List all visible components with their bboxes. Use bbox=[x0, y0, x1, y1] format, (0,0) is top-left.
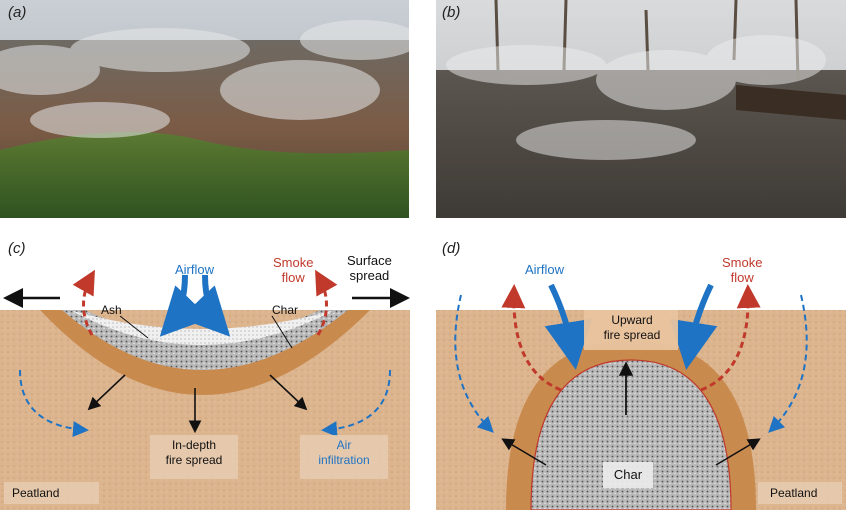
airflow-arrow-left bbox=[544, 283, 593, 370]
photo-smouldering-peat bbox=[436, 0, 846, 218]
panel-b-label: (b) bbox=[442, 4, 461, 21]
panel-d-label: (d) bbox=[442, 240, 461, 257]
d-peatland-label: Peatland bbox=[770, 486, 818, 500]
burning-peat-front bbox=[40, 310, 370, 395]
d-char-label: Char bbox=[613, 467, 643, 482]
airflow-arrow-right bbox=[179, 274, 231, 337]
photo-aerial-peat-fire bbox=[0, 0, 420, 218]
c-peatland-label: Peatland bbox=[12, 486, 60, 500]
smoke-flow-arrow-right bbox=[700, 284, 761, 392]
panel-c-label: (c) bbox=[8, 240, 26, 257]
c-char-label: Char bbox=[272, 303, 299, 317]
char-core bbox=[530, 359, 732, 511]
diagram-surface-spread bbox=[0, 230, 410, 510]
c-ash-label: Ash bbox=[101, 303, 122, 317]
air-infiltration-arrow-left bbox=[19, 369, 89, 438]
air-infiltration-arrow-right bbox=[321, 369, 391, 438]
smoke-flow-arrow-right bbox=[315, 269, 338, 336]
panel-a-label: (a) bbox=[8, 4, 27, 21]
smoke-flow-arrow-left bbox=[501, 284, 562, 392]
airflow-arrow-right bbox=[669, 283, 718, 370]
smoke-flow-arrow-left bbox=[72, 269, 95, 336]
ash-layer bbox=[70, 310, 335, 345]
c-airflow-label: Airflow bbox=[175, 262, 215, 277]
diagram-upward-spread bbox=[436, 230, 846, 511]
d-airflow-label: Airflow bbox=[525, 262, 565, 277]
